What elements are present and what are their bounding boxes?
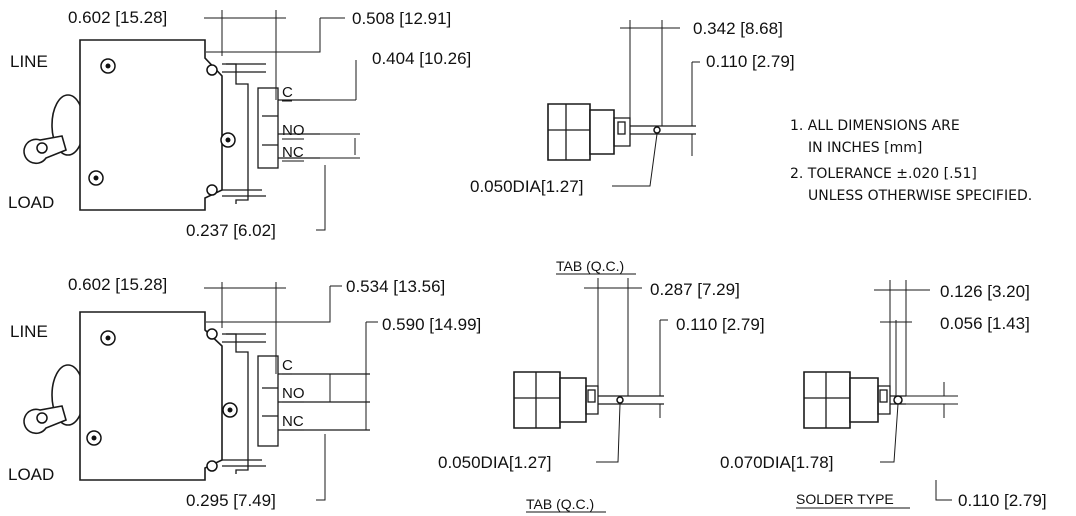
tab-caption: TAB (Q.C.)	[556, 258, 624, 274]
line-terminal	[222, 63, 266, 73]
switch-tabs	[278, 99, 320, 159]
load-label: LOAD	[8, 193, 54, 212]
dim-c-offset: 0.508 [12.91]	[352, 9, 451, 28]
solder-detail: 0.126 [3.20] 0.056 [1.43] 0.070DIA[1.78]…	[720, 280, 1047, 510]
lever-hole	[36, 142, 48, 154]
notes: 1. ALL DIMENSIONS ARE IN INCHES [mm] 2. …	[790, 118, 1032, 204]
mount-hole	[206, 184, 218, 196]
load-label: LOAD	[8, 465, 54, 484]
dim-c-offset: 0.534 [13.56]	[346, 277, 445, 296]
dim-width: 0.602 [15.28]	[68, 8, 167, 27]
switch-block	[257, 87, 279, 169]
lever-hole	[36, 412, 48, 424]
connector-housing	[547, 103, 591, 161]
nc-label: NC	[282, 144, 304, 161]
dim-tab-width: 0.110 [2.79]	[676, 315, 765, 334]
breaker-view-bottom: LINE LOAD C NO NC 0.602 [15.28] 0.534 [1…	[8, 275, 481, 510]
tab-blade	[598, 395, 664, 405]
tab-hole	[653, 126, 661, 134]
tab-detail-bottom: 0.287 [7.29] 0.110 [2.79] 0.050DIA[1.27]…	[438, 278, 765, 513]
tab-detail-top: 0.342 [8.68] 0.110 [2.79] 0.050DIA[1.27]…	[470, 19, 795, 275]
dim-hole: 0.050DIA[1.27]	[438, 453, 551, 472]
note-2-line-2: UNLESS OTHERWISE SPECIFIED.	[808, 188, 1032, 204]
dim-c-height: 0.590 [14.99]	[382, 315, 481, 334]
line-label: LINE	[10, 322, 48, 341]
dim-c-height: 0.404 [10.26]	[372, 49, 471, 68]
note-2-line-1: 2. TOLERANCE ±.020 [.51]	[790, 166, 977, 182]
dim-width: 0.602 [15.28]	[68, 275, 167, 294]
tab-caption: TAB (Q.C.)	[526, 496, 594, 512]
tab-hole	[616, 396, 624, 404]
dim-solder-tab: 0.110 [2.79]	[958, 491, 1047, 510]
dim-nc-spacing: 0.237 [6.02]	[186, 221, 276, 240]
load-terminal	[222, 459, 266, 467]
switch-block	[257, 355, 279, 447]
dim-hole: 0.050DIA[1.27]	[470, 177, 583, 196]
dim-solder-hole: 0.070DIA[1.78]	[720, 453, 833, 472]
note-1-line-1: 1. ALL DIMENSIONS ARE	[790, 118, 960, 134]
line-terminal	[222, 333, 266, 343]
c-label: C	[282, 357, 293, 374]
mount-hole	[206, 64, 218, 76]
no-label: NO	[282, 385, 305, 402]
solder-hole	[893, 395, 903, 405]
mount-hole	[206, 328, 218, 340]
dim-nc-spacing: 0.295 [7.49]	[186, 491, 276, 510]
dim-tab-length: 0.287 [7.29]	[650, 280, 740, 299]
load-terminal	[222, 189, 266, 197]
no-label: NO	[282, 122, 305, 139]
mount-hole	[206, 460, 218, 472]
connector-housing	[803, 371, 851, 429]
c-label: C	[282, 84, 293, 101]
connector-housing	[513, 371, 561, 429]
breaker-view-top: LINE LOAD C NO NC 0.602 [15.28] 0.508 [1…	[8, 8, 471, 240]
line-label: LINE	[10, 52, 48, 71]
nc-label: NC	[282, 413, 304, 430]
tab-blade	[630, 125, 696, 135]
dim-tab-width: 0.110 [2.79]	[706, 52, 795, 71]
note-1-line-2: IN INCHES [mm]	[808, 140, 922, 156]
solder-caption: SOLDER TYPE	[796, 491, 894, 507]
dim-tab-length: 0.342 [8.68]	[693, 19, 783, 38]
dim-solder-a: 0.126 [3.20]	[940, 282, 1030, 301]
dim-solder-b: 0.056 [1.43]	[940, 314, 1030, 333]
